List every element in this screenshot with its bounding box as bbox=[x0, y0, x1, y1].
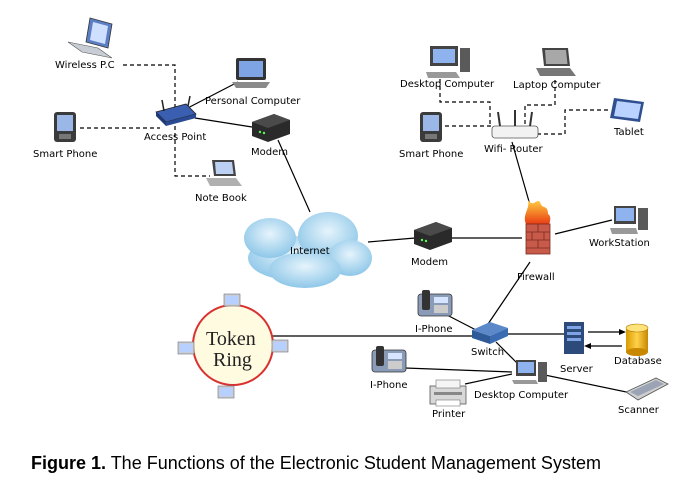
label-iphone-bottom: I-Phone bbox=[370, 380, 408, 391]
internet-cloud-icon bbox=[244, 212, 372, 288]
arrowheads bbox=[584, 329, 626, 349]
label-firewall: Firewall bbox=[517, 272, 555, 283]
label-modem-mid: Modem bbox=[411, 257, 448, 268]
label-printer: Printer bbox=[432, 409, 466, 420]
label-modem-top: Modem bbox=[251, 147, 288, 158]
label-tablet: Tablet bbox=[613, 127, 644, 138]
link-iphone-switch bbox=[444, 313, 477, 331]
label-database: Database bbox=[614, 356, 662, 367]
link-laptop-router bbox=[524, 80, 556, 124]
label-wifi-router: Wifi- Router bbox=[484, 144, 544, 155]
label-token-ring-line1: Token bbox=[206, 328, 256, 350]
ring-computer-top-icon bbox=[223, 293, 241, 307]
ring-computer-left-icon bbox=[177, 341, 195, 355]
token-ring-icon bbox=[177, 293, 289, 399]
label-internet: Internet bbox=[290, 246, 330, 257]
link-firewall-workstation bbox=[554, 219, 613, 235]
wifi-router-icon bbox=[491, 110, 539, 139]
link-internet-modem bbox=[367, 237, 416, 243]
label-workstation: WorkStation bbox=[589, 238, 650, 249]
iphone-top-icon bbox=[417, 290, 453, 317]
wireless-pc-icon bbox=[67, 17, 113, 59]
label-token-ring-line2: Ring bbox=[213, 349, 252, 371]
link-switch-desktop bbox=[495, 341, 519, 365]
ring-computer-right-icon bbox=[271, 339, 289, 353]
label-desktop-computer-bottom: Desktop Computer bbox=[474, 390, 569, 401]
figure-caption-number: Figure 1. bbox=[31, 453, 106, 473]
label-iphone-top: I-Phone bbox=[415, 324, 453, 335]
label-smart-phone-right: Smart Phone bbox=[399, 149, 463, 160]
smart-phone-left-icon bbox=[54, 112, 76, 142]
link-printer-desktop bbox=[464, 373, 513, 385]
modem-top-icon bbox=[252, 114, 290, 142]
laptop-computer-icon bbox=[536, 48, 576, 76]
link-iphone-desktop bbox=[404, 367, 513, 373]
switch-icon bbox=[472, 322, 508, 344]
label-access-point: Access Point bbox=[144, 132, 206, 143]
tablet-icon bbox=[610, 98, 644, 122]
note-book-icon bbox=[206, 160, 242, 186]
link-notebook-ap bbox=[174, 126, 210, 177]
desktop-computer-bottom-icon bbox=[512, 360, 547, 384]
link-router-firewall bbox=[511, 141, 533, 213]
link-desktop-router bbox=[439, 72, 491, 124]
link-tablet-router bbox=[538, 109, 608, 135]
modem-mid-icon bbox=[414, 222, 452, 250]
access-point-icon bbox=[155, 95, 197, 126]
ring-computer-bottom-icon bbox=[217, 385, 235, 399]
label-smart-phone-left: Smart Phone bbox=[33, 149, 97, 160]
desktop-computer-top-icon bbox=[426, 46, 470, 78]
label-switch: Switch bbox=[471, 347, 504, 358]
label-desktop-computer-top: Desktop Computer bbox=[400, 79, 495, 90]
firewall-icon bbox=[524, 200, 551, 255]
link-firewall-switch bbox=[487, 261, 531, 325]
label-server: Server bbox=[560, 364, 594, 375]
label-scanner: Scanner bbox=[618, 405, 660, 416]
iphone-bottom-icon bbox=[371, 346, 407, 373]
link-modem-internet bbox=[277, 139, 311, 213]
smart-phone-right-icon bbox=[420, 112, 442, 142]
printer-icon bbox=[429, 379, 467, 407]
link-ap-modem bbox=[194, 117, 253, 128]
connections bbox=[80, 64, 637, 395]
link-desktop-scanner bbox=[539, 373, 637, 395]
server-icon bbox=[564, 322, 584, 354]
scanner-icon bbox=[625, 377, 669, 401]
personal-computer-icon bbox=[232, 58, 270, 88]
label-laptop-computer: Laptop Computer bbox=[513, 80, 601, 91]
label-note-book: Note Book bbox=[195, 193, 247, 204]
figure-caption-text: The Functions of the Electronic Student … bbox=[106, 453, 601, 473]
label-wireless-pc: Wireless P.C bbox=[55, 60, 115, 71]
link-pc-ap bbox=[179, 81, 239, 113]
link-wireless-pc-ap bbox=[123, 64, 176, 112]
label-personal-computer: Personal Computer bbox=[205, 96, 301, 107]
figure-caption: Figure 1. The Functions of the Electroni… bbox=[31, 453, 601, 473]
workstation-icon bbox=[610, 206, 648, 234]
database-icon bbox=[625, 323, 649, 356]
